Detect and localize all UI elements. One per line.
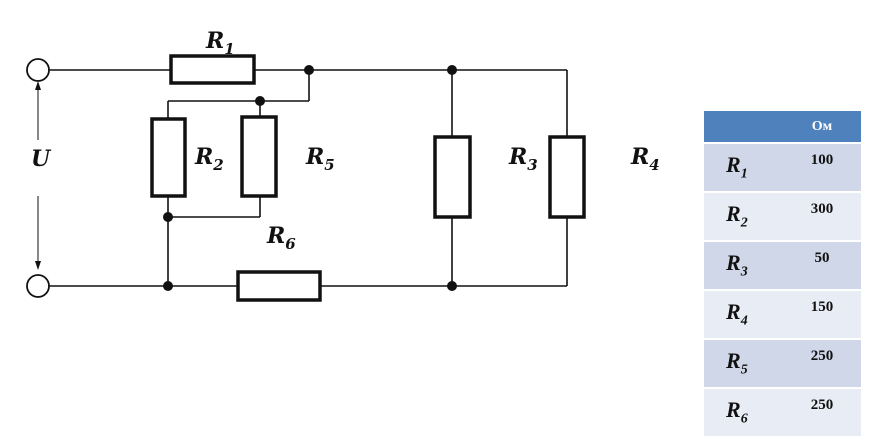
header-unit-cell: Ом	[783, 111, 861, 144]
label-r4: R4	[630, 144, 660, 174]
junction-dot	[447, 281, 457, 291]
circuit-diagram: U R1 R2 R5 R3 R4 R6	[26, 28, 660, 302]
arrowhead-down-icon	[35, 261, 41, 270]
resistor-r5	[240, 115, 278, 198]
resistor-r6	[236, 270, 322, 302]
table-row: R2 300	[704, 192, 861, 242]
resistor-name-cell: R5	[704, 339, 783, 389]
label-r6: R6	[266, 223, 296, 253]
junction-dot	[304, 65, 314, 75]
table-row: R4 150	[704, 290, 861, 340]
resistance-value-cell: 50	[783, 241, 861, 291]
resistor-name-cell: R4	[704, 290, 783, 340]
junction-dot	[163, 212, 173, 222]
arrowhead-up-icon	[35, 81, 41, 90]
junction-dot	[255, 96, 265, 106]
label-r3: R3	[508, 144, 538, 174]
resistor-name-cell: R3	[704, 241, 783, 291]
resistor-r1	[169, 54, 256, 85]
table-header-row: Ом	[704, 111, 861, 144]
resistor-name-cell: R2	[704, 192, 783, 242]
terminal-bottom	[26, 274, 50, 298]
label-r2: R2	[194, 144, 224, 174]
resistance-value-cell: 300	[783, 192, 861, 242]
terminal-top	[26, 58, 50, 82]
resistance-table: Ом R1 100 R2 300 R3 50 R4 150 R5 250 R6 …	[704, 111, 861, 438]
table-row: R6 250	[704, 388, 861, 438]
resistance-value-cell: 150	[783, 290, 861, 340]
resistor-name-cell: R6	[704, 388, 783, 438]
resistor-r4	[548, 135, 586, 219]
resistance-value-cell: 100	[783, 143, 861, 193]
resistor-name-cell: R1	[704, 143, 783, 193]
resistance-value-cell: 250	[783, 388, 861, 438]
junction-dot	[163, 281, 173, 291]
resistor-r3	[433, 135, 472, 219]
table-row: R3 50	[704, 241, 861, 291]
junction-dot	[447, 65, 457, 75]
table-row: R5 250	[704, 339, 861, 389]
table-row: R1 100	[704, 143, 861, 193]
header-blank-cell	[704, 111, 783, 144]
resistor-r2	[150, 117, 187, 198]
label-r1: R1	[205, 28, 235, 58]
voltage-label: U	[31, 146, 52, 172]
label-r5: R5	[305, 144, 335, 174]
resistance-value-cell: 250	[783, 339, 861, 389]
